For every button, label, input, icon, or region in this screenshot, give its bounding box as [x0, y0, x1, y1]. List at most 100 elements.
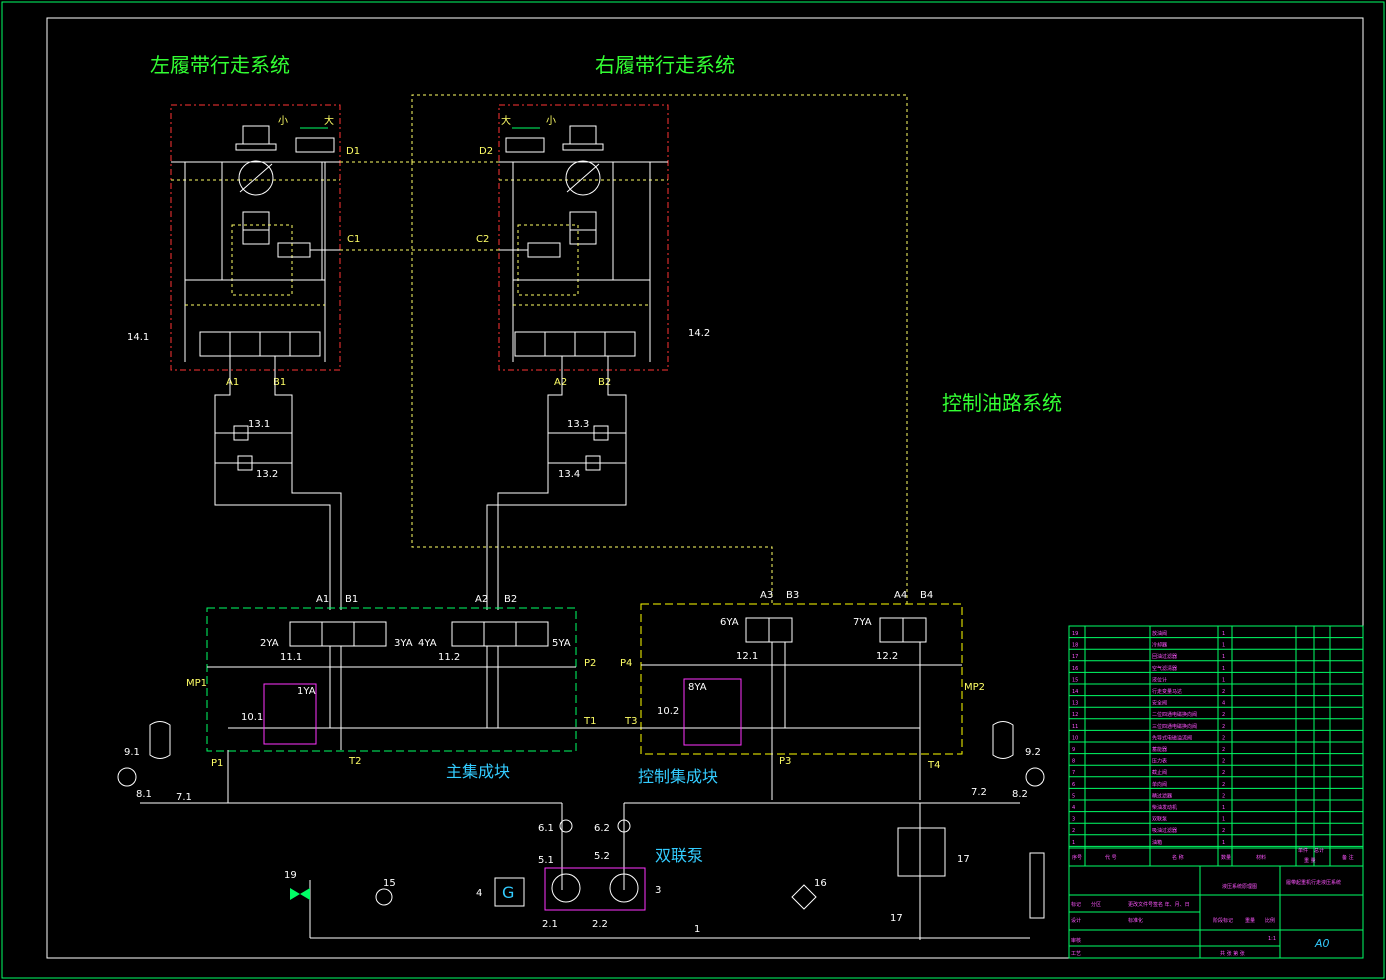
tb-design: 设计: [1071, 917, 1081, 924]
parts-row-name: 回油过滤器: [1152, 653, 1177, 660]
parts-row-name: 截止阀: [1152, 769, 1167, 776]
right-motor-group: 大 小 D2 C2 14.2 A2 B2: [476, 104, 710, 388]
return-filter-17: [897, 827, 946, 877]
parts-row-name: 蓄能器: [1152, 746, 1167, 753]
port-p4: P4: [620, 658, 632, 669]
tb-system-name: 履带起重机行走液压系统: [1286, 879, 1341, 886]
label-11-2: 11.2: [438, 652, 460, 663]
tb-header-unit: 单件: [1298, 847, 1308, 854]
port-b2-block: B2: [504, 594, 517, 605]
parts-row-no: 11: [1072, 724, 1078, 730]
parts-row-name: 压力表: [1152, 758, 1167, 765]
right-motor-large: 大: [501, 114, 511, 127]
safety-valves-right: 13.3 13.4: [486, 372, 627, 610]
parts-row-qty: 2: [1222, 724, 1225, 730]
label-13-3: 13.3: [567, 419, 589, 430]
pump-station: 9.1 9.2 8.1 8.2 7.1 7.2 6.1 6.2 5.1 5.2 …: [117, 721, 1045, 940]
label-13-4: 13.4: [558, 469, 580, 480]
parts-row-no: 19: [1072, 631, 1078, 637]
solenoid-5ya: 5YA: [552, 638, 571, 649]
parts-row-qty: 1: [1222, 677, 1225, 683]
port-a3: A3: [760, 590, 773, 601]
right-motor-cap: [569, 125, 597, 145]
pump-left: [551, 873, 581, 903]
level-gauge-15: [375, 888, 393, 906]
label-5-1: 5.1: [538, 855, 554, 866]
parts-row-qty: 1: [1222, 643, 1225, 649]
solenoid-6ya: 6YA: [720, 617, 739, 628]
parts-row-qty: 2: [1222, 735, 1225, 741]
parts-row-name: 空气滤清器: [1152, 665, 1177, 672]
label-10-2: 10.2: [657, 706, 679, 717]
parts-row-qty: 1: [1222, 631, 1225, 637]
tb-mark: 标记: [1071, 901, 1081, 908]
solenoid-4ya: 4YA: [418, 638, 437, 649]
tb-header-remark: 备 注: [1342, 854, 1354, 861]
port-a1-motor: A1: [226, 377, 239, 388]
label-17-right: 17: [957, 854, 970, 865]
parts-row-qty: 2: [1222, 782, 1225, 788]
control-block-title: 控制集成块: [638, 767, 718, 786]
tb-process: 工艺: [1071, 951, 1081, 957]
safety-valves-left: 13.1 13.2: [214, 372, 342, 610]
label-10-1: 10.1: [241, 712, 263, 723]
label-9-2: 9.2: [1025, 747, 1041, 758]
parts-row-no: 6: [1072, 782, 1075, 788]
left-motor-small: 小: [278, 115, 288, 127]
dual-pump-frame: [544, 867, 646, 911]
parts-row-no: 12: [1072, 712, 1078, 718]
parts-row-qty: 1: [1222, 805, 1225, 811]
parts-row-no: 15: [1072, 677, 1078, 683]
port-b4: B4: [920, 590, 933, 601]
parts-row-qty: 1: [1222, 666, 1225, 672]
parts-row-name: 精过滤器: [1152, 792, 1172, 799]
tb-weight: 重量: [1245, 917, 1255, 924]
parts-row-name: 行走变量马达: [1152, 688, 1182, 695]
solenoid-7ya: 7YA: [853, 617, 872, 628]
tb-header-qty: 数量: [1221, 854, 1231, 861]
relief-valve-10-1: [263, 683, 317, 745]
tb-zone: 分区: [1091, 901, 1101, 908]
accumulator-9-1: [149, 721, 171, 759]
parts-row-name: 吸油过滤器: [1152, 827, 1177, 834]
accumulator-9-2: [992, 721, 1014, 759]
port-p2: P2: [584, 658, 596, 669]
parts-row-name: 液位计: [1152, 676, 1167, 683]
port-c1: C1: [347, 234, 360, 245]
parts-row-name: 安全阀: [1152, 700, 1167, 707]
drain-valve-19: [290, 888, 310, 900]
pressure-gauge-8-2: [1025, 767, 1045, 787]
label-13-2: 13.2: [256, 469, 278, 480]
port-a2-motor: A2: [554, 377, 567, 388]
port-b1-motor: B1: [273, 377, 286, 388]
label-6-1: 6.1: [538, 823, 554, 834]
parts-row-no: 1: [1072, 840, 1075, 846]
port-d2: D2: [479, 146, 493, 157]
parts-row-no: 17: [1072, 654, 1078, 660]
parts-row-no: 3: [1072, 817, 1075, 823]
left-motor-frame: [170, 104, 341, 371]
parts-row-no: 2: [1072, 828, 1075, 834]
valve-11-2: [451, 621, 549, 647]
valve-11-1: [289, 621, 387, 647]
label-7-2: 7.2: [971, 787, 987, 798]
tb-drawing-name: 液压系统原理图: [1222, 883, 1257, 890]
left-motor-cap: [242, 125, 270, 145]
parts-row-no: 5: [1072, 793, 1075, 799]
parts-row-qty: 2: [1222, 770, 1225, 776]
label-17-bottom: 17: [890, 913, 903, 924]
tb-header-weight: 重 量: [1304, 857, 1316, 864]
port-t2: T2: [348, 756, 361, 767]
parts-row-qty: 1: [1222, 817, 1225, 823]
port-t4: T4: [927, 760, 940, 771]
control-manifold-block: A3 B3 A4 B4 6YA 7YA 12.1 12.2 8YA 10.2 P…: [620, 590, 985, 800]
parts-row-no: 8: [1072, 759, 1075, 765]
label-8-2: 8.2: [1012, 789, 1028, 800]
label-3: 3: [655, 885, 661, 896]
parts-row-qty: 1: [1222, 840, 1225, 846]
main-manifold-block: A1 B1 A2 B2 2YA 3YA 4YA 5YA 11.1 11.2 1Y…: [186, 594, 596, 769]
tb-header-no: 序号: [1072, 854, 1082, 861]
